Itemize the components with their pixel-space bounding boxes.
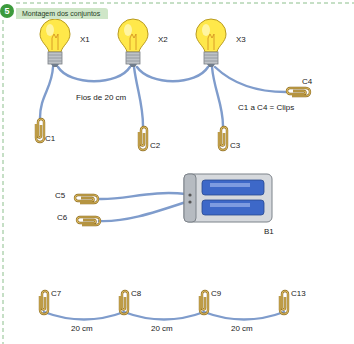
dimension: 20 cm: [231, 325, 253, 333]
lamp-label: X2: [158, 36, 168, 44]
clip-label: C3: [230, 142, 240, 150]
clip-label: C6: [57, 214, 67, 222]
battery-holder: [184, 174, 272, 222]
frame: [3, 3, 354, 344]
section-heading: Montagem dos conjuntos: [16, 8, 108, 19]
clip-label: C2: [150, 142, 160, 150]
clip-label: C9: [211, 290, 221, 298]
clip-label: C13: [291, 290, 306, 298]
clip-label: C1: [45, 135, 55, 143]
lamps: [40, 19, 226, 67]
dimension: 20 cm: [151, 325, 173, 333]
lamp-label: X1: [80, 36, 90, 44]
legend-note: C1 a C4 = Clips: [238, 104, 294, 112]
battery-label: B1: [264, 228, 274, 236]
dimension: 20 cm: [71, 325, 93, 333]
lamp-label: X3: [236, 36, 246, 44]
clip-label: C8: [131, 290, 141, 298]
wire-note: Fios de 20 cm: [76, 94, 126, 102]
step-badge: 5: [0, 4, 14, 18]
clip-label: C7: [51, 290, 61, 298]
step-number: 5: [4, 7, 9, 16]
clips: [36, 88, 310, 314]
clip-label: C4: [302, 78, 312, 86]
clip-label: C5: [55, 192, 65, 200]
